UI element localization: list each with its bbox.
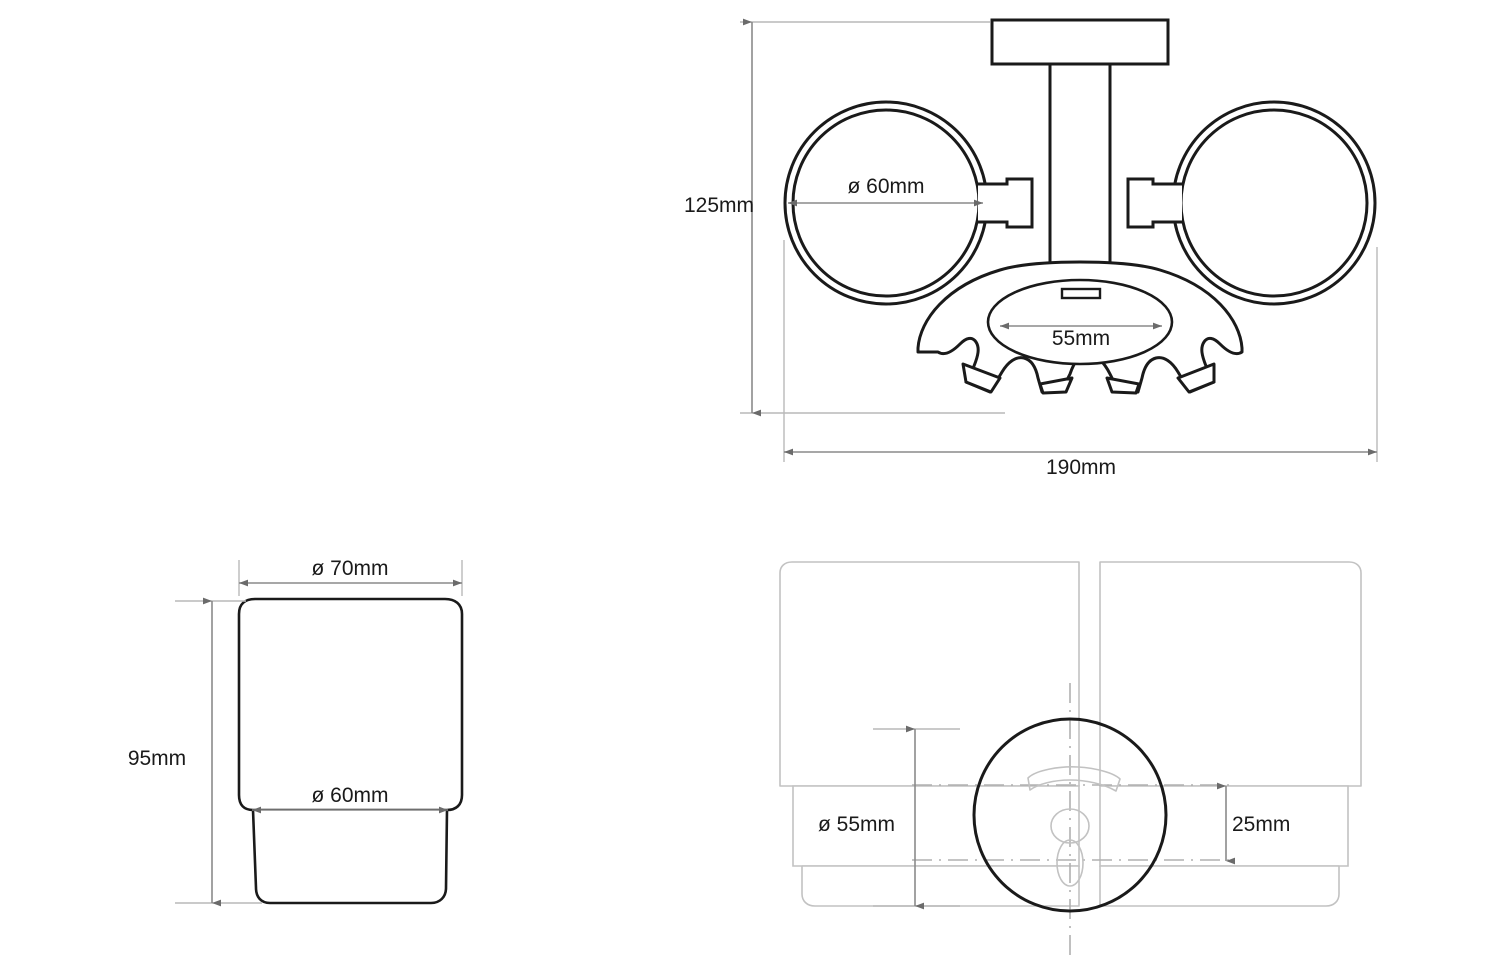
front-elevation-view: 125mm ø 60mm 55mm 190mm [684,18,1378,479]
holder-tooth-left-inner [1038,376,1074,395]
dim-label-190: 190mm [1046,456,1116,479]
plan-tumbler-right-base [1099,865,1340,907]
dim-label-95: 95mm [128,747,186,770]
right-connector-arm [1126,177,1182,229]
dim-label-opening-55: 55mm [1052,327,1110,350]
holder-tooth-right-outer [1176,362,1216,394]
disc-hole-lower [1056,839,1084,887]
holder-opening-ellipse [986,278,1174,366]
dim-label-base-60: ø 60mm [311,784,388,807]
dim-label-25: 25mm [1232,813,1290,836]
disc-hole-upper [1050,808,1090,844]
wall-plate [990,18,1170,66]
plan-tumbler-left-body [779,561,1080,787]
disc-arc-slot [1027,766,1121,792]
dim-label-ring-60: ø 60mm [847,175,924,198]
dim-label-70: ø 70mm [311,557,388,580]
plan-tumbler-right-body [1099,561,1362,787]
left-connector-arm [978,177,1034,229]
tumbler-side-view: ø 70mm 95mm ø 60mm [128,557,464,907]
vertical-stem [1048,64,1112,286]
tumbler-base [251,809,449,905]
dim-label-55plan: ø 55mm [818,813,895,836]
tumbler-upper-body [237,597,464,812]
holder-tooth-left-outer [961,362,1002,394]
holder-opening-tab [1060,287,1102,300]
dim-label-125: 125mm [684,194,754,217]
holder-tooth-right-inner [1105,376,1141,395]
mounting-disc [972,717,1168,913]
plan-view: ø 55mm 25mm [779,561,1362,962]
plan-tumbler-left-base [801,865,1080,907]
